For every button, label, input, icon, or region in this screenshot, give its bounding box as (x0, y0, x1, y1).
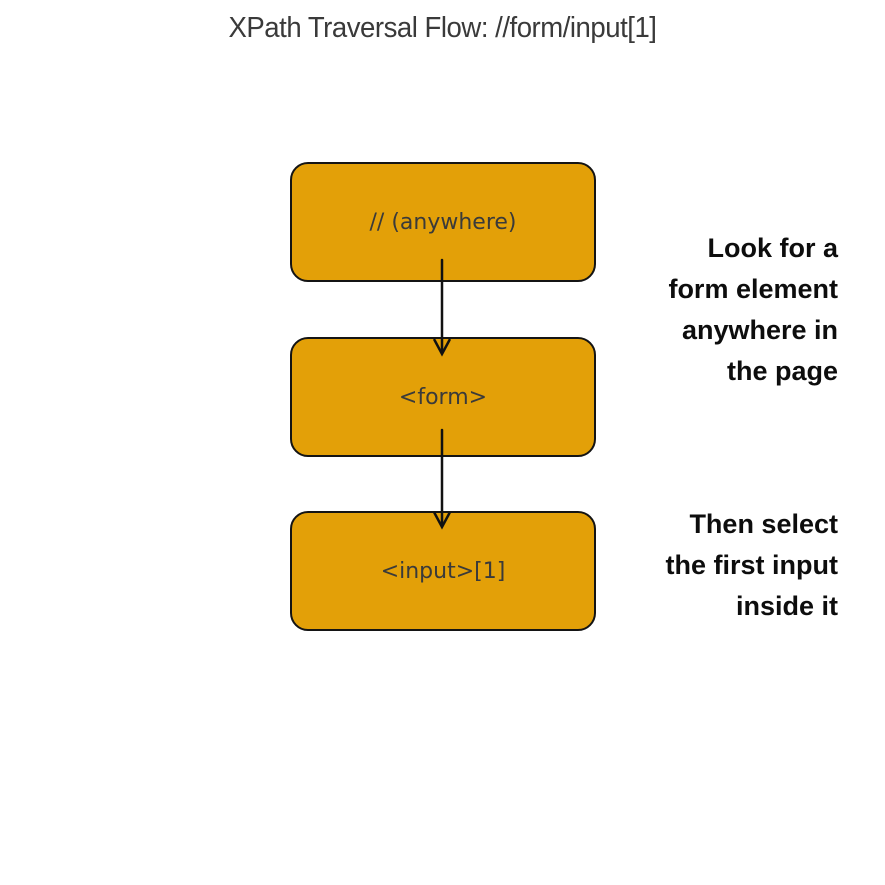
annotation-look-for-form: Look for a form element anywhere in the … (668, 233, 838, 386)
diagram-title: XPath Traversal Flow: //form/input[1] (228, 12, 657, 44)
flow-node-anywhere: // (anywhere) (290, 162, 596, 282)
flow-node-anywhere-label: // (anywhere) (369, 209, 517, 235)
annotation-select-first-input: Then select the first input inside it (665, 509, 838, 621)
flow-node-form: <form> (290, 337, 596, 457)
flow-node-input: <input>[1] (290, 511, 596, 631)
flow-node-input-label: <input>[1] (380, 558, 506, 584)
flow-node-form-label: <form> (398, 384, 488, 410)
